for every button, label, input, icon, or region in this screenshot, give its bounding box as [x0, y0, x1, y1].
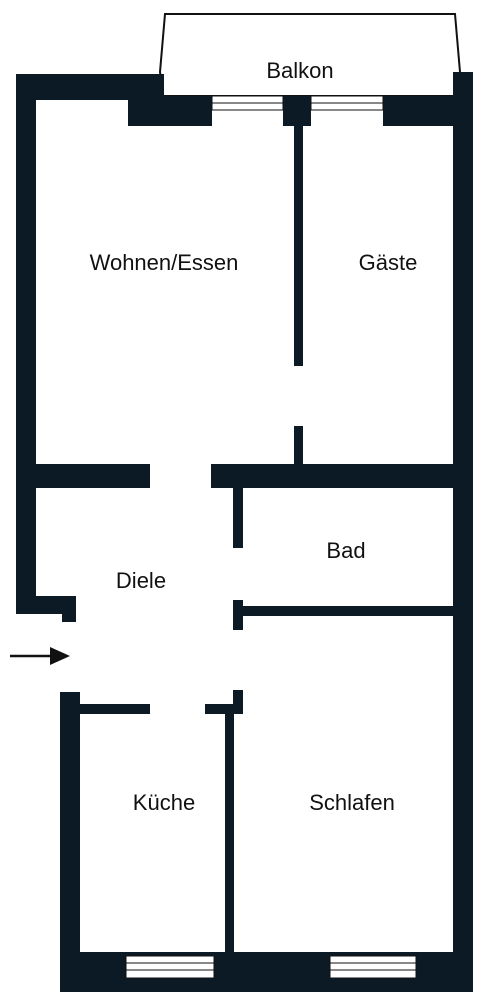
wall-wohnen-bottom-left	[36, 464, 150, 488]
room-label-kueche: Küche	[133, 790, 195, 815]
wall-top-right	[383, 96, 457, 126]
balcony-outline	[158, 13, 462, 97]
walls	[16, 72, 473, 992]
wall-top-left-stub	[128, 96, 212, 126]
window-schlafen	[329, 955, 417, 979]
room-label-diele: Diele	[116, 568, 166, 593]
wall-bad-left-upper	[233, 486, 243, 548]
wall-outer-top-left	[16, 74, 164, 100]
wall-outer-left-upper	[16, 74, 36, 614]
wall-outer-left-lower	[60, 692, 80, 992]
wall-diele-post	[233, 690, 243, 714]
wall-bad-schlafen	[243, 606, 457, 616]
windows-top	[211, 95, 384, 111]
wall-schlafen-right-inner	[456, 612, 473, 972]
room-label-wohnen-essen: Wohnen/Essen	[90, 250, 239, 275]
wall-partition-wohnen-gaeste-lower	[294, 426, 303, 470]
windows-bottom	[125, 955, 417, 979]
wall-partition-wohnen-gaeste-upper	[294, 120, 303, 366]
room-label-bad: Bad	[326, 538, 365, 563]
room-label-gaeste: Gäste	[359, 250, 418, 275]
wall-entrance-notch	[16, 596, 76, 614]
wall-kueche-top-left	[80, 704, 150, 714]
window-kueche	[125, 955, 215, 979]
wall-bad-left-lower	[233, 600, 243, 630]
wall-wohnen-bottom-right	[211, 464, 456, 488]
room-label-schlafen: Schlafen	[309, 790, 395, 815]
wall-kueche-top-right	[205, 704, 243, 714]
arrow-right-icon	[10, 647, 70, 665]
wall-kueche-schlafen	[225, 712, 234, 956]
wall-entrance-notch-post	[62, 596, 76, 622]
room-label-balkon: Balkon	[266, 58, 333, 83]
